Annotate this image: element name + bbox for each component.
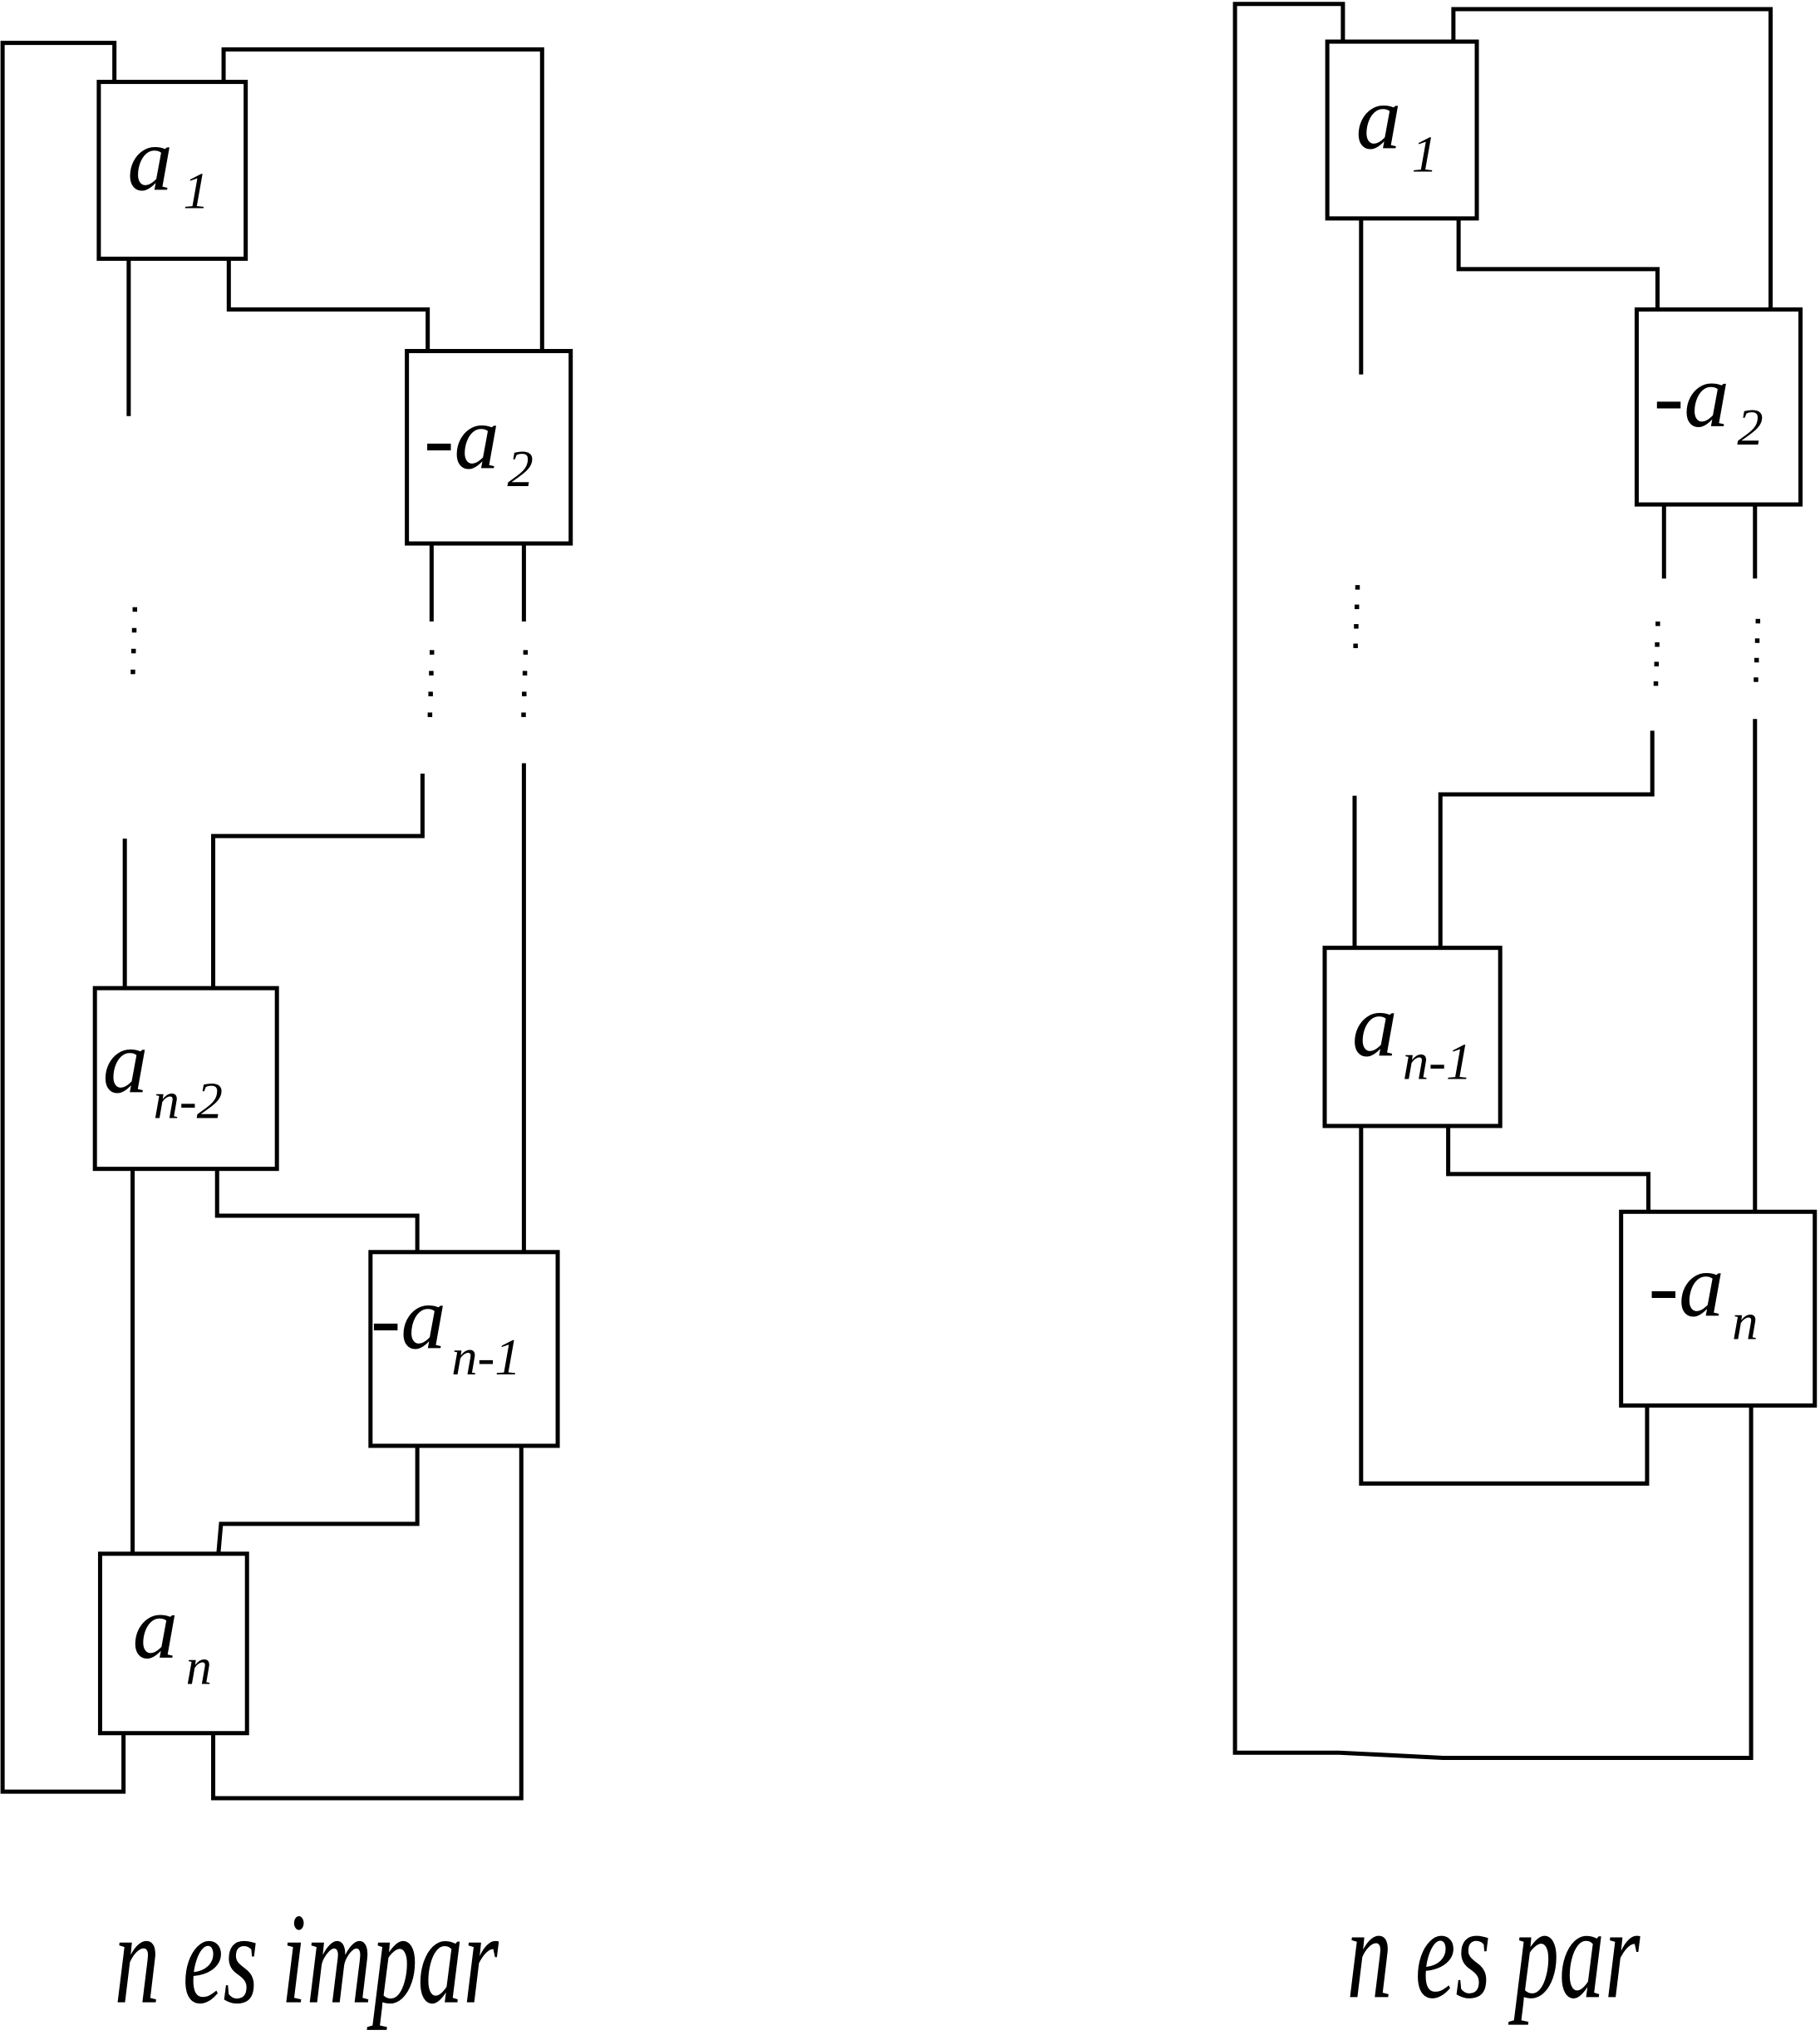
wire-to-a-n-2-right (211, 773, 425, 989)
wire-a-n-1-loop (1359, 1126, 1650, 1486)
wire-a-n-2-to-neg-a-n-1 (214, 1168, 420, 1252)
wire-a1-to-neg-a2 (1456, 218, 1660, 310)
wire-neg-a-n-1-to-a-n (216, 1445, 420, 1555)
bottom-loop-wire (211, 1445, 524, 1801)
ellipsis-right (1754, 618, 1761, 682)
ellipsis-middle (1653, 621, 1660, 686)
top-wire (221, 47, 544, 351)
wire-a-n-1-to-neg-a-n (1446, 1126, 1651, 1212)
ellipsis-left (1353, 585, 1360, 648)
ellipsis-right (521, 650, 529, 717)
caption-odd: n es impar (115, 1888, 499, 2032)
outer-loop-wire (1232, 2, 1754, 1760)
top-wire (1451, 7, 1773, 310)
wire-a1-to-neg-a2 (226, 258, 430, 351)
ellipsis-left (130, 607, 138, 675)
caption-even: n es par (1347, 1882, 1640, 2026)
wire-to-a-n-1-right (1438, 730, 1655, 948)
outer-loop-wire (0, 41, 126, 1794)
ellipsis-middle (427, 650, 435, 717)
